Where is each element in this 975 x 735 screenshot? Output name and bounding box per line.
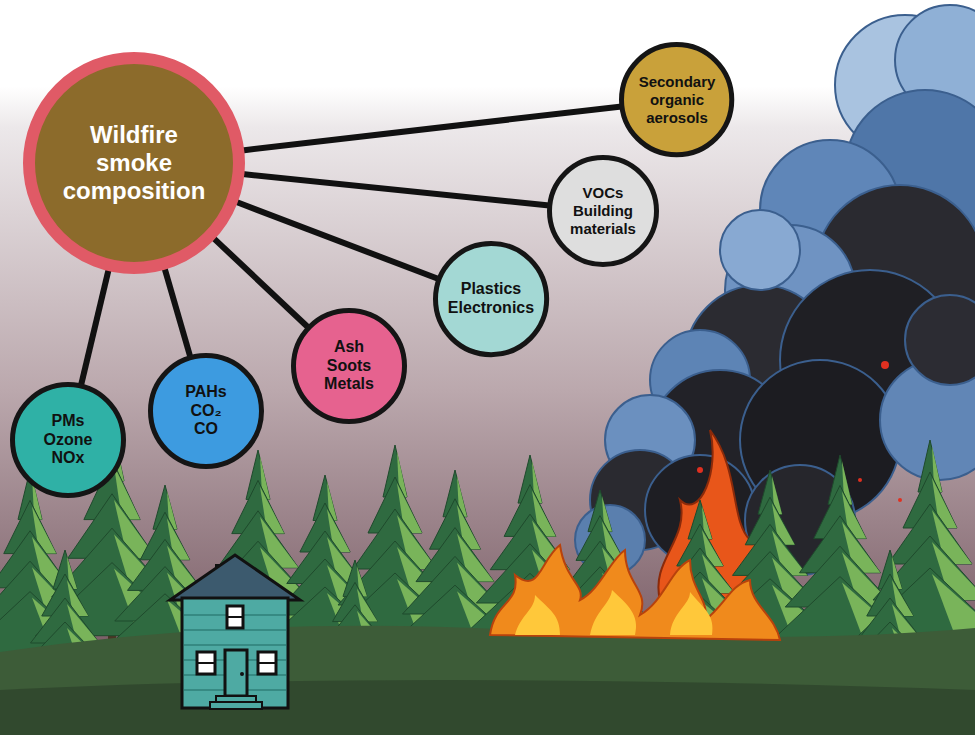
label-group: Secondary organic aerosols <box>639 73 716 126</box>
circle-shape <box>550 158 657 265</box>
node-label: PAHs CO₂ CO <box>185 383 227 440</box>
component-circle: PMs Ozone NOx <box>10 382 126 498</box>
connector-line <box>236 202 439 279</box>
smoke-plume <box>575 5 975 575</box>
connector-line <box>242 106 621 150</box>
node-label: Secondary organic aerosols <box>639 73 716 126</box>
connector-line <box>213 238 308 328</box>
ground-flames <box>490 545 780 640</box>
label-group: PMs Ozone NOx <box>44 412 93 469</box>
component-circle: Ash Soots Metals <box>291 308 407 424</box>
label-group: Plastics Electronics <box>448 280 534 318</box>
ground-hill <box>0 626 975 735</box>
sky-background <box>0 45 975 735</box>
circle-shape <box>435 243 546 354</box>
label-group: PAHs CO₂ CO <box>185 383 227 440</box>
node-label: VOCs Building materials <box>570 184 636 237</box>
circle-shape <box>29 58 239 268</box>
node-label: Wildfire smoke composition <box>63 121 206 206</box>
pine-tree <box>858 440 975 644</box>
label-group: VOCs Building materials <box>570 184 636 237</box>
circle-shape <box>151 356 262 467</box>
component-circle: VOCs Building materials <box>547 155 659 267</box>
ground-foreground <box>0 680 975 735</box>
circle-shape <box>294 311 405 422</box>
connector-line <box>81 269 109 385</box>
house <box>170 555 300 709</box>
node-label: Ash Soots Metals <box>324 338 374 395</box>
label-group: Wildfire smoke composition <box>63 121 206 206</box>
component-circle: Plastics Electronics <box>433 241 549 357</box>
hub-circle: Wildfire smoke composition <box>23 52 245 274</box>
connector-line <box>242 174 549 205</box>
label-group: Ash Soots Metals <box>324 338 374 395</box>
component-circle: Secondary organic aerosols <box>619 42 734 157</box>
connector-line <box>164 268 190 358</box>
node-label: PMs Ozone NOx <box>44 412 93 469</box>
component-circle: PAHs CO₂ CO <box>148 353 264 469</box>
circle-shape <box>622 45 732 155</box>
circle-shape <box>13 385 124 496</box>
node-label: Plastics Electronics <box>448 280 534 318</box>
